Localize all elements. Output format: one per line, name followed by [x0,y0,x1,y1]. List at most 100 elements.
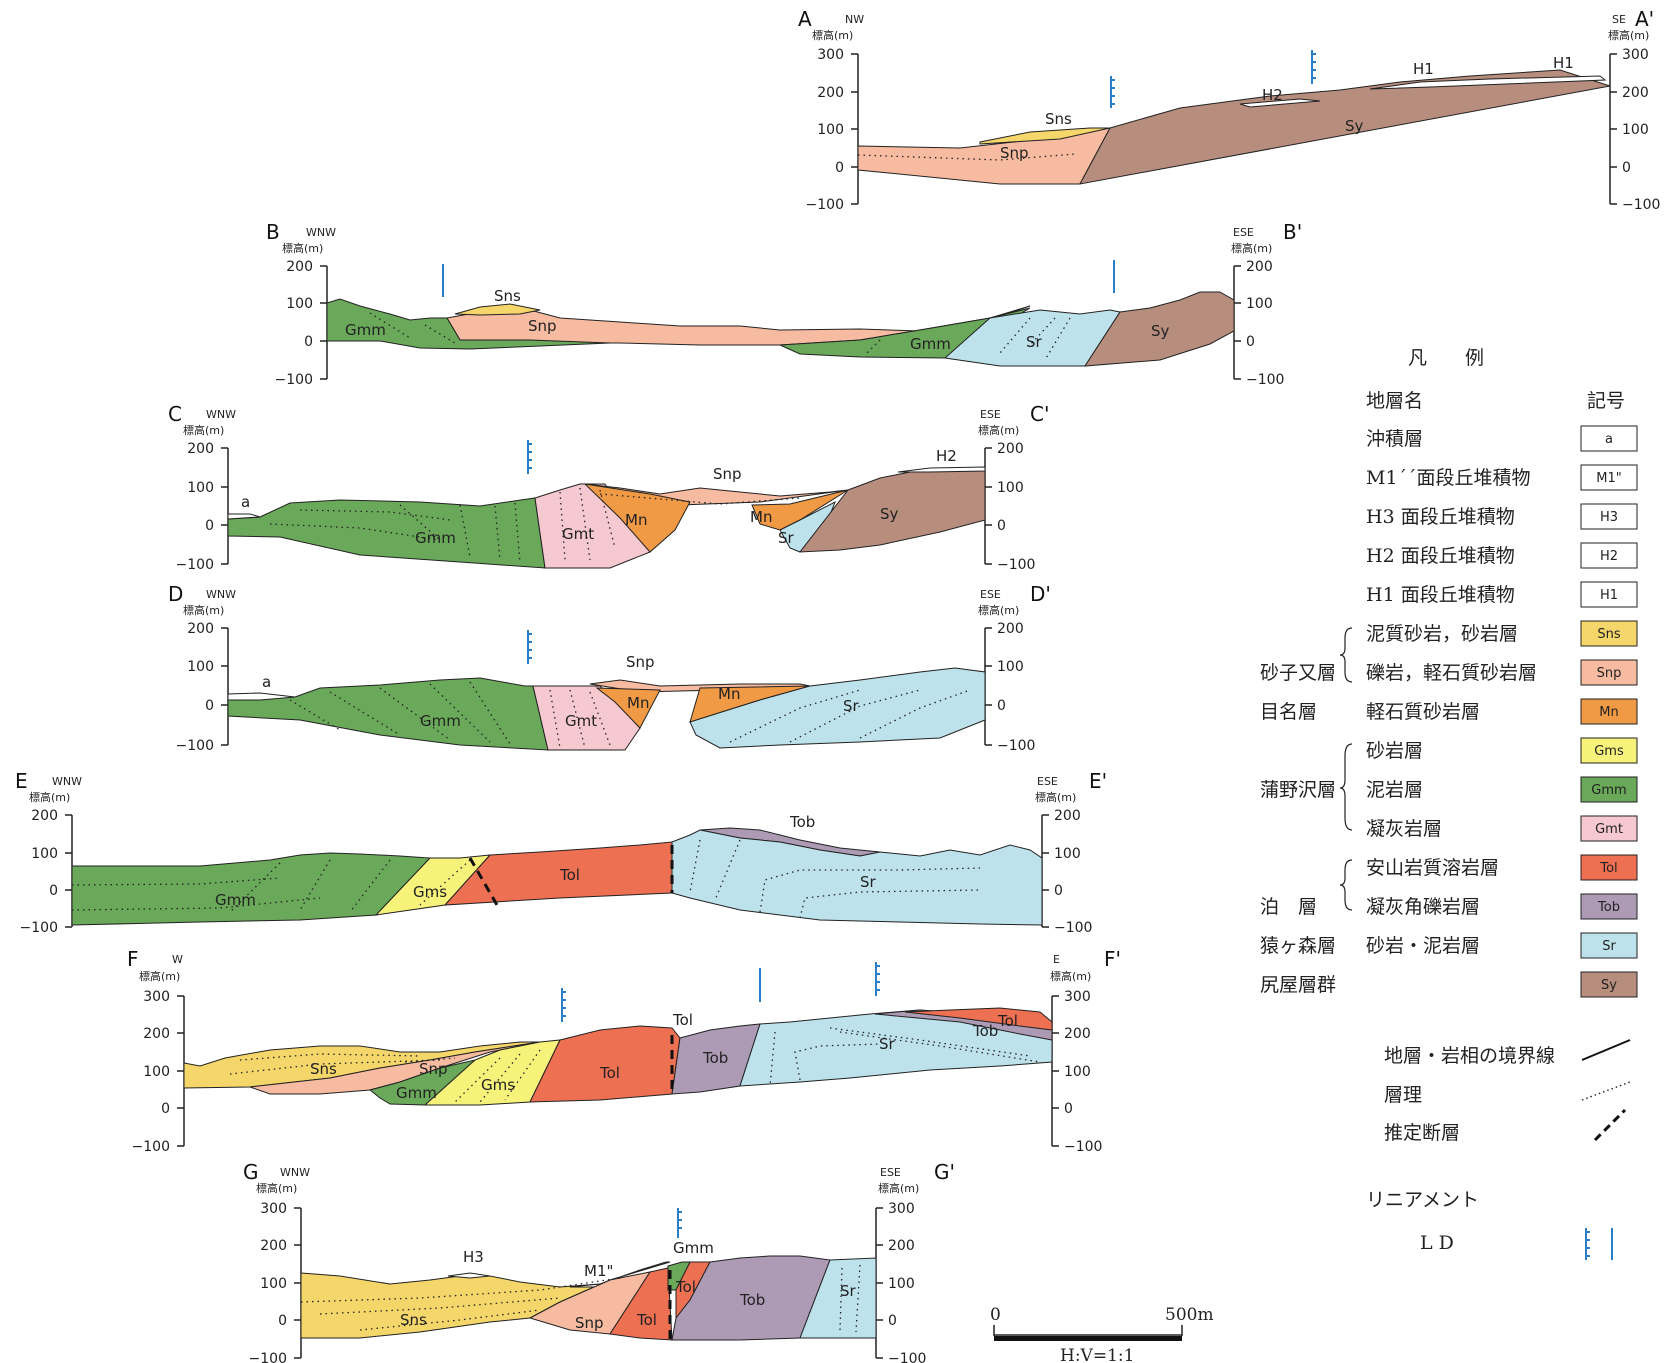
section-e-right-direction: ESE [1037,775,1058,788]
legend-fault-line-icon [1593,1108,1627,1142]
section-c-unit-label: H2 [936,447,957,465]
section-f-left-tick: 100 [143,1064,170,1080]
section-b: B WNW 標高(m) B' ESE 標高(m) 200 100 0 −100 … [266,220,1302,388]
section-b-end-label: B' [1283,220,1302,244]
section-b-left-tick: 100 [286,296,313,312]
section-a-left-tick: 300 [817,47,844,63]
section-a-right-tick: 0 [1622,160,1631,176]
section-f-right-axis [1051,995,1059,1147]
section-a-lineament-icon [1110,76,1115,108]
legend-group-label: 泊 層 [1260,896,1317,918]
section-a-right-axis [1609,53,1617,205]
section-d-left-tick: 100 [187,659,214,675]
section-d-left-elev-label: 標高(m) [183,603,224,617]
section-g: G WNW 標高(m) G' ESE 標高(m) 300 200 100 0 −… [243,1160,955,1363]
section-a-right-tick: 300 [1622,47,1649,63]
bedding-line [864,339,881,356]
section-c-right-elev-label: 標高(m) [978,423,1019,437]
legend-symbol: Mn [1599,705,1618,720]
section-a-right-tick: −100 [1622,197,1660,213]
section-a-left-elev-label: 標高(m) [812,28,853,42]
section-e-left-axis [65,814,73,928]
legend-unit-name: 安山岩質溶岩層 [1366,857,1499,879]
section-a-start-label: A [798,7,812,31]
section-d-unit-label: Snp [626,653,655,671]
section-f-unit-label: Sns [310,1060,337,1078]
bedding-line [599,489,616,549]
scale-bar-end-label: 500m [1165,1305,1214,1325]
section-f-left-direction: W [172,953,183,966]
section-f-lineament-icon [561,988,566,1022]
legend-col-name: 地層名 [1366,390,1423,412]
legend-symbol: Gmm [1591,783,1626,798]
section-g-left-tick: 200 [260,1238,287,1254]
unit-sns [300,1261,671,1339]
section-f-right-tick: 0 [1064,1101,1073,1117]
legend-swatch [1580,893,1638,920]
section-c-unit-label: a [241,493,250,511]
bedding-line [269,523,441,541]
section-a-unit-label: H2 [1262,86,1283,104]
section-a-left-tick: 0 [835,160,844,176]
bedding-line [769,1031,776,1087]
section-d-unit-label: a [262,673,271,691]
section-c-left-axis [221,447,229,565]
legend-row: 安山岩質溶岩層 Tol [1366,854,1638,881]
section-d-right-tick: 0 [997,698,1006,714]
section-g-left-tick: 100 [260,1276,287,1292]
section-a-left-axis [851,53,859,205]
section-c-lineament-icon [527,440,532,474]
bedding-line [689,839,701,893]
legend-swatch [1580,971,1638,998]
unit-sr [671,829,1043,926]
unit-mn [583,483,691,553]
section-c-right-tick: −100 [997,557,1035,573]
section-b-left-elev-label: 標高(m) [282,241,323,255]
section-b-unit-label: Snp [528,317,557,335]
section-g-right-tick: 0 [888,1313,897,1329]
legend-swatch [1580,659,1638,686]
legend-bedding-label: 層理 [1384,1084,1422,1106]
section-a-left-tick: 200 [817,85,844,101]
section-e-right-tick: −100 [1054,920,1092,936]
legend-symbol: H2 [1600,549,1618,564]
section-c-unit-label: Snp [713,465,742,483]
section-f: F W 標高(m) F' E 標高(m) 300 200 100 0 −100 … [127,947,1121,1155]
section-b-unit-label: Gmm [345,321,386,339]
legend-col-symbol: 記号 [1587,390,1625,412]
unit-sr [689,667,986,749]
unit-h2 [897,466,986,473]
section-b-start-label: B [266,220,280,244]
section-g-unit-label: Tob [739,1291,765,1309]
section-d: D WNW 標高(m) D' ESE 標高(m) 200 100 0 −100 … [168,582,1051,754]
bedding-line [71,897,321,911]
section-b-right-tick: 200 [1246,259,1273,275]
section-f-unit-label: Tol [997,1012,1018,1030]
legend-swatch [1580,854,1638,881]
unit-h3 [447,1272,491,1279]
legend-brackets [1339,627,1353,911]
bedding-line [855,1264,861,1333]
section-g-right-tick: 200 [888,1238,915,1254]
section-g-left-axis [294,1207,302,1359]
section-e-right-tick: 200 [1054,808,1081,824]
unit-gmm [779,307,1031,359]
section-a-left-direction: NW [845,13,864,26]
legend-symbol: Tol [1599,861,1617,876]
unit-h2 [1239,98,1321,108]
section-d-right-direction: ESE [980,588,1001,601]
section-e-unit-label: Tob [789,813,815,831]
legend-unit-name: 泥岩層 [1366,779,1423,801]
unit-sy [798,469,986,553]
bedding-line [589,691,611,746]
section-d-right-tick: −100 [997,738,1035,754]
section-f-unit-label: Tol [599,1064,620,1082]
